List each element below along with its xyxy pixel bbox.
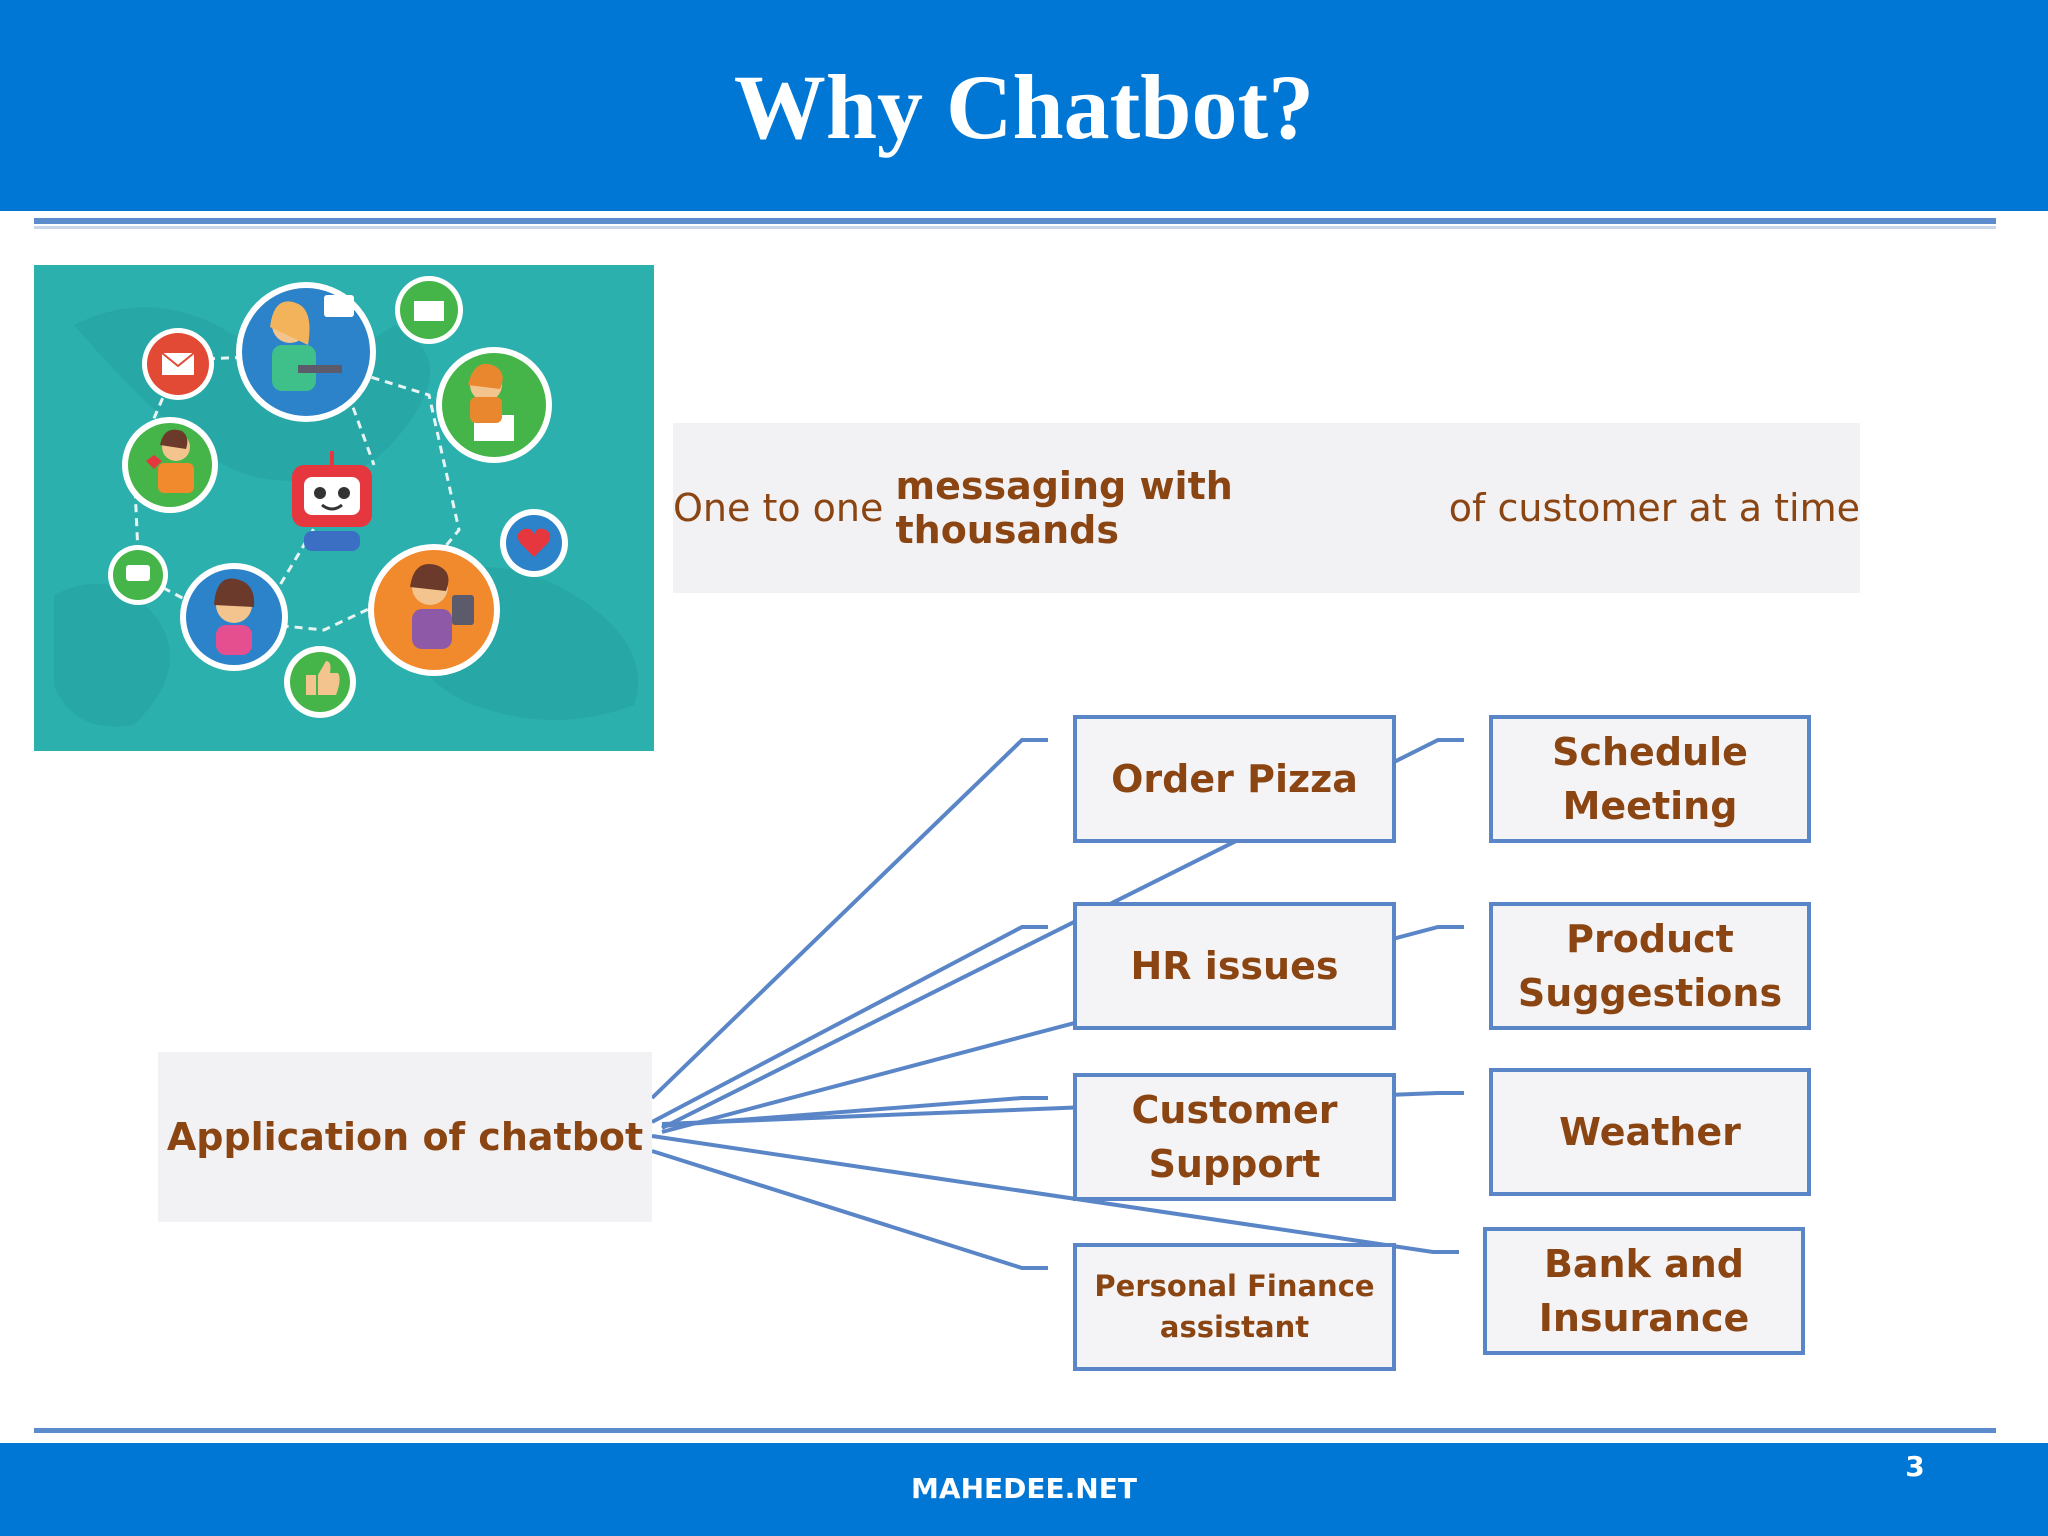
bank-insurance-box: Bank and Insurance (1483, 1227, 1805, 1355)
personal-finance-box: Personal Finance assistant (1073, 1243, 1396, 1371)
mail-icon (142, 328, 214, 400)
application-of-chatbot-box: Application of chatbot (158, 1052, 652, 1222)
hr-issues-box: HR issues (1073, 902, 1396, 1030)
user-woman-tablet-icon (368, 544, 500, 676)
customer-support-box: Customer Support (1073, 1073, 1396, 1201)
envelope-badge-icon (395, 276, 463, 344)
connector-personal-finance (651, 1149, 1048, 1270)
footer-bar (0, 1443, 2048, 1536)
thumbs-up-icon (284, 646, 356, 718)
messaging-statement: One to one messaging with thousands of c… (673, 423, 1860, 593)
weather-box: Weather (1489, 1068, 1811, 1196)
connector-customer-support (661, 1096, 1048, 1128)
chatbot-network-illustration (34, 265, 654, 751)
connector-hr-issues (651, 925, 1048, 1124)
user-woman-headset-icon (180, 563, 288, 671)
slide-title: Why Chatbot? (733, 56, 1315, 158)
schedule-meeting-box: Schedule Meeting (1489, 715, 1811, 843)
top-divider-shadow (34, 226, 1996, 229)
user-woman-computer-icon (436, 347, 552, 463)
message-emphasis: messaging with thousands (895, 464, 1233, 552)
title-bar (0, 0, 2048, 211)
user-woman-laptop-icon (236, 282, 376, 422)
page-number: 3 (1905, 1450, 1925, 1483)
user-woman-phone-icon (122, 417, 218, 513)
chat-bubble-icon (108, 545, 168, 605)
top-divider (34, 218, 1996, 224)
connector-order-pizza (650, 738, 1048, 1100)
product-suggestions-box: Product Suggestions (1489, 902, 1811, 1030)
footer-website: MAHEDEE.NET (911, 1472, 1137, 1505)
robot-icon (292, 451, 372, 551)
heart-icon (500, 509, 568, 577)
message-prefix: One to one (673, 486, 896, 530)
bottom-divider (34, 1428, 1996, 1433)
message-suffix: of customer at a time (1436, 486, 1860, 530)
order-pizza-box: Order Pizza (1073, 715, 1396, 843)
